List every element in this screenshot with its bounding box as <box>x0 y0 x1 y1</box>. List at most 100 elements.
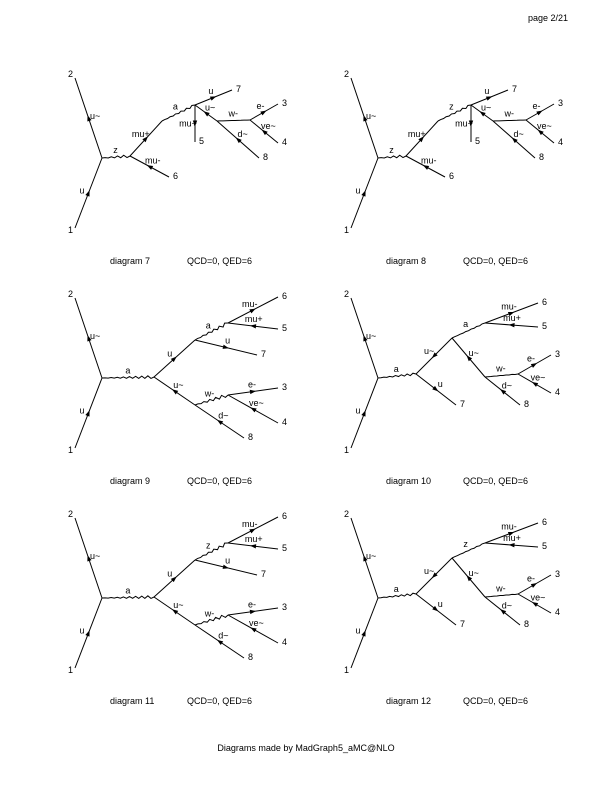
fermion-line-6: u <box>470 86 509 106</box>
arrow-icon <box>217 419 224 425</box>
particle-label: z <box>389 145 394 155</box>
external-leg-label-5: 5 <box>199 136 204 146</box>
arrow-icon <box>432 605 439 612</box>
arrow-icon <box>209 96 217 101</box>
arrow-icon <box>508 323 515 328</box>
particle-label: ve~ <box>249 398 264 408</box>
fermion-line-7: u <box>194 556 258 576</box>
particle-label: u~ <box>469 348 479 358</box>
particle-label: e- <box>527 353 535 363</box>
particle-label: u <box>208 86 213 96</box>
external-leg-label-4: 4 <box>282 417 287 427</box>
coupling-order: QCD=0, QED=6 <box>463 476 529 486</box>
arrow-icon <box>217 639 224 645</box>
external-leg-label-8: 8 <box>248 432 253 442</box>
arrow-icon <box>432 385 439 392</box>
particle-label: u <box>79 406 84 416</box>
particle-label: u~ <box>366 111 376 121</box>
arrow-icon <box>87 115 92 122</box>
boson-line-5: a <box>451 319 486 339</box>
fermion-line-11: ve~ <box>227 614 279 644</box>
fermion-line-1: u~ <box>350 297 379 379</box>
particle-label: u~ <box>469 568 479 578</box>
particle-label: u <box>167 348 172 358</box>
boson-line-9: w- <box>216 109 251 122</box>
external-leg-label-2: 2 <box>344 69 349 79</box>
external-leg-label-8: 8 <box>248 652 253 662</box>
boson-line-9: w- <box>194 388 229 406</box>
fermion-line-0: u <box>74 597 103 669</box>
external-leg-label-4: 4 <box>555 387 560 397</box>
particle-label: u~ <box>481 102 491 112</box>
particle-label: u~ <box>424 566 434 576</box>
arrow-icon <box>466 575 473 582</box>
particle-label: ve~ <box>531 592 546 602</box>
particle-label: ve~ <box>537 121 552 131</box>
fermion-line-3: u~ <box>415 337 453 375</box>
arrow-icon <box>530 363 538 368</box>
external-leg-label-2: 2 <box>68 289 73 299</box>
boson-propagator <box>194 394 229 406</box>
diagram-name: diagram 7 <box>110 256 151 266</box>
particle-label: d~ <box>218 411 228 421</box>
external-leg-label-6: 6 <box>282 511 287 521</box>
particle-label: e- <box>248 600 256 610</box>
fermion-line-12: d~ <box>194 404 245 439</box>
particle-label: e- <box>248 380 256 390</box>
arrow-icon <box>363 335 368 342</box>
external-leg-label-1: 1 <box>68 665 73 675</box>
boson-propagator <box>377 154 407 159</box>
boson-propagator <box>194 322 229 341</box>
fermion-line-7: mu+ <box>484 313 539 328</box>
arrow-icon <box>537 129 544 136</box>
arrow-icon <box>250 324 257 329</box>
particle-label: a <box>394 584 399 594</box>
arrow-icon <box>87 555 92 562</box>
coupling-order: QCD=0, QED=6 <box>187 696 253 706</box>
fermion-line-8: u~ <box>153 376 196 406</box>
boson-propagator <box>216 119 251 122</box>
fermion-line-4: u <box>415 373 457 406</box>
external-leg-label-5: 5 <box>542 541 547 551</box>
boson-line-2: a <box>101 586 155 600</box>
external-leg-label-6: 6 <box>542 517 547 527</box>
external-leg-label-3: 3 <box>282 98 287 108</box>
external-leg-label-6: 6 <box>173 171 178 181</box>
boson-line-2: a <box>101 366 155 380</box>
particle-label: mu+ <box>455 119 473 129</box>
page-number: page 2/21 <box>527 13 568 23</box>
boson-propagator <box>194 542 229 561</box>
fermion-line-4: u <box>415 593 457 626</box>
external-leg-label-8: 8 <box>524 619 529 629</box>
particle-label: u <box>225 556 230 566</box>
coupling-order: QCD=0, QED=6 <box>463 696 529 706</box>
fermion-line-10: e- <box>517 353 552 375</box>
arrow-icon <box>507 531 515 537</box>
fermion-line-12: d~ <box>194 624 245 659</box>
fermion-line-5: mu- <box>227 296 279 324</box>
fermion-line-0: u <box>350 377 379 449</box>
arrow-icon <box>431 572 438 579</box>
fermion-line-11: ve~ <box>517 592 552 614</box>
particle-label: u <box>355 186 360 196</box>
arrow-icon <box>222 564 229 569</box>
coupling-order: QCD=0, QED=6 <box>187 476 253 486</box>
particle-label: mu- <box>242 519 258 529</box>
particle-label: mu- <box>242 299 258 309</box>
fermion-line-11: ve~ <box>525 119 555 144</box>
boson-line-2: z <box>101 145 131 159</box>
fermion-line-10: e- <box>227 380 279 396</box>
arrow-icon <box>479 111 486 117</box>
fermion-line-3: mu- <box>405 155 446 178</box>
boson-line-2: a <box>377 364 417 379</box>
particle-label: w- <box>228 109 239 119</box>
particle-label: a <box>125 366 130 376</box>
arrow-icon <box>142 136 149 143</box>
arrow-icon <box>85 630 90 637</box>
external-leg-label-2: 2 <box>344 509 349 519</box>
external-leg-label-4: 4 <box>558 137 563 147</box>
